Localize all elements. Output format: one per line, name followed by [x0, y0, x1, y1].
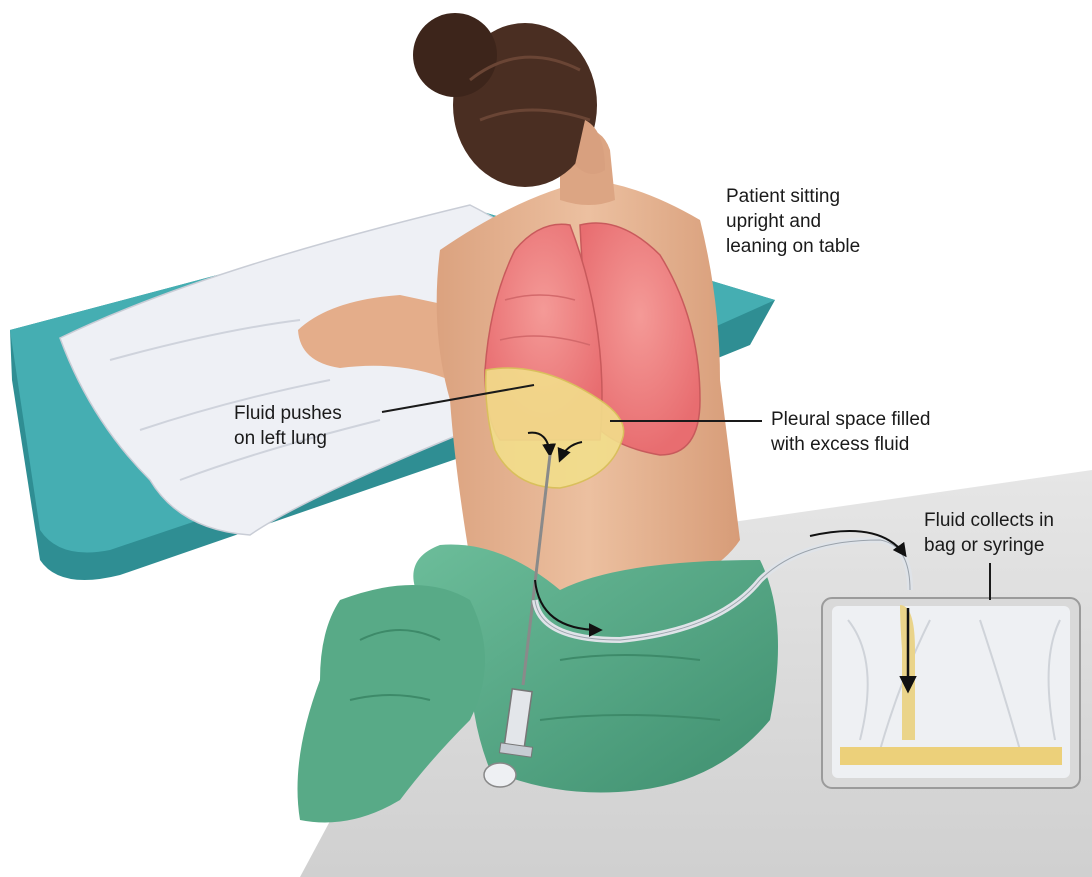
- label-fluid-collects: Fluid collects in bag or syringe: [924, 508, 1054, 558]
- collection-bag: [822, 598, 1080, 788]
- label-line: leaning on table: [726, 234, 860, 259]
- collected-fluid-pool: [840, 747, 1062, 765]
- label-patient-position: Patient sitting upright and leaning on t…: [726, 184, 860, 259]
- label-line: Patient sitting: [726, 184, 860, 209]
- label-pleural-space: Pleural space filled with excess fluid: [771, 407, 930, 457]
- head-hair: [413, 13, 605, 187]
- label-line: bag or syringe: [924, 533, 1054, 558]
- label-line: with excess fluid: [771, 432, 930, 457]
- label-line: Fluid pushes: [234, 401, 342, 426]
- label-line: upright and: [726, 209, 860, 234]
- label-line: Fluid collects in: [924, 508, 1054, 533]
- label-fluid-pushes: Fluid pushes on left lung: [234, 401, 342, 451]
- label-line: on left lung: [234, 426, 342, 451]
- label-line: Pleural space filled: [771, 407, 930, 432]
